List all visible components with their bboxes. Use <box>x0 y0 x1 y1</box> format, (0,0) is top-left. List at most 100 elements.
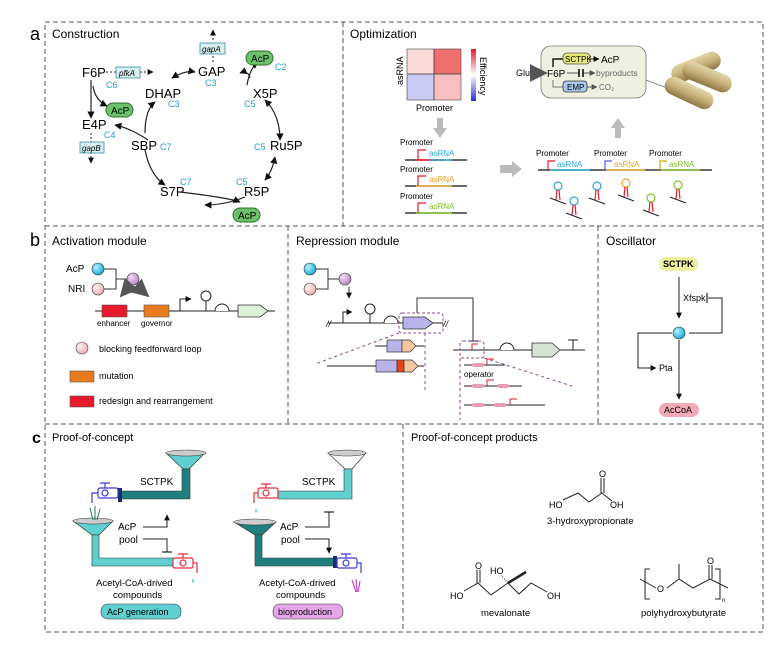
heatmap-xlabel: Promoter <box>416 103 453 113</box>
heatmap-colorbar <box>471 49 476 101</box>
svg-text:Promoter: Promoter <box>400 165 433 174</box>
svg-text://: // <box>325 319 333 329</box>
svg-text:Promoter: Promoter <box>594 149 627 158</box>
efficiency-heatmap: Efficiency asRNA Promoter <box>395 48 488 113</box>
svg-text:Promoter: Promoter <box>400 192 433 201</box>
gene-pfka: pfkA <box>118 69 135 78</box>
svg-text:HO: HO <box>549 500 563 510</box>
construction-section: Construction pfkA gapA <box>52 27 303 223</box>
svg-text:EMP: EMP <box>567 83 584 92</box>
activation-title: Activation module <box>52 234 147 248</box>
svg-text:F6P: F6P <box>547 69 566 80</box>
svg-text:Glu: Glu <box>516 68 530 78</box>
cell-metabolism-box: Glu F6P SCTPK AcP byproducts EMP CO₂ <box>516 45 668 99</box>
svg-text:compounds: compounds <box>113 590 162 601</box>
asrna-construct: Promoter asRNA <box>400 192 467 214</box>
scenario-acp-generation: SCTPK AcP pool Acetyl-CoA-drived compoun… <box>71 449 207 620</box>
svg-text:OH: OH <box>547 591 561 601</box>
oscillator-title: Oscillator <box>606 234 656 248</box>
svg-text:CO₂: CO₂ <box>599 83 614 92</box>
svg-text:redesign and rearrangement: redesign and rearrangement <box>99 396 213 406</box>
svg-text:mutation: mutation <box>99 371 134 381</box>
asrna-construct-list: Promoter asRNA Promoter asRNA Promoter a… <box>400 138 467 214</box>
svg-text:OH: OH <box>610 500 624 510</box>
asrna-construct: Promoter asRNA <box>400 138 467 161</box>
svg-text:O: O <box>657 584 664 594</box>
metabolite-s7p: S7P <box>160 184 185 199</box>
proof-of-concept: Proof-of-concept SCTPK <box>52 432 367 620</box>
metabolite-dhap: DHAP <box>145 86 181 101</box>
metabolite-sbp: SBP <box>131 138 157 153</box>
svg-text:mevalonate: mevalonate <box>481 608 530 619</box>
metabolite-gap: GAP <box>198 64 225 79</box>
proof-products: Proof-of-concept products O HO OH 3-hydr… <box>411 432 729 619</box>
svg-text:Acetyl-CoA-drived: Acetyl-CoA-drived <box>96 578 173 589</box>
governor-box <box>143 304 170 318</box>
svg-text:byproducts: byproducts <box>596 68 638 78</box>
carbon-ru5p: C5 <box>254 142 266 152</box>
operator-variants: operator <box>464 358 545 407</box>
svg-text:SCTPK: SCTPK <box>565 55 592 64</box>
svg-text:O: O <box>599 469 606 479</box>
metabolite-ru5p: Ru5P <box>270 138 303 153</box>
products-title: Proof-of-concept products <box>411 432 538 444</box>
svg-text:blocking feedforward loop: blocking feedforward loop <box>99 344 202 354</box>
carbon-r5p: C5 <box>236 177 248 187</box>
metabolite-f6p: F6P <box>82 65 106 80</box>
svg-text:Promoter: Promoter <box>400 138 433 147</box>
svg-text:Pta: Pta <box>659 363 673 373</box>
svg-text:O: O <box>707 556 714 566</box>
panel-letter-a: a <box>30 24 41 44</box>
faucet-red-icon <box>172 553 198 573</box>
optimization-title: Optimization <box>350 27 417 41</box>
bacteria-illustration <box>664 51 732 110</box>
svg-text:asRNA: asRNA <box>429 202 455 211</box>
svg-text:AcP: AcP <box>238 211 257 222</box>
acp-molecule <box>91 262 105 276</box>
carbon-s7p: C7 <box>180 177 192 187</box>
svg-text:AcP generation: AcP generation <box>107 607 168 617</box>
svg-text:asRNA: asRNA <box>429 175 455 184</box>
acp-badge: AcP <box>232 207 261 223</box>
heatmap-ylabel: asRNA <box>395 56 405 85</box>
svg-text:SCTPK: SCTPK <box>663 259 694 269</box>
metabolite-x5p: X5P <box>253 86 278 101</box>
faucet-blue-icon <box>91 482 119 503</box>
sctpk-badge <box>659 257 698 271</box>
metabolite-e4p: E4P <box>82 117 107 132</box>
optimization-section: Optimization Efficiency asRNA Promoter P… <box>350 27 732 220</box>
svg-text:AcP: AcP <box>280 522 299 533</box>
repression-module: Repression module // // <box>296 234 585 420</box>
heatmap-colorbar-label: Efficiency <box>478 57 488 96</box>
faucet-red-icon <box>253 483 279 503</box>
carbon-e4p: C4 <box>104 130 116 140</box>
asrna-construct: Promoter asRNA <box>400 165 467 187</box>
carbon-x5p-acp: C2 <box>275 62 287 72</box>
carbon-x5p: C5 <box>244 99 256 109</box>
svg-text:pool: pool <box>119 535 138 546</box>
svg-text:HO: HO <box>490 566 504 576</box>
svg-text:Xfspk: Xfspk <box>683 293 706 303</box>
metabolite-r5p: R5P <box>244 184 269 199</box>
svg-text:polyhydroxybutyrate: polyhydroxybutyrate <box>641 608 726 619</box>
svg-text:n: n <box>722 598 725 604</box>
activation-module: Activation module AcP NRI enhancer gover… <box>52 234 275 408</box>
acp-badge: AcP <box>105 102 134 118</box>
gene-gapb: gapB <box>82 144 101 153</box>
carbon-f6p: C6 <box>106 80 118 90</box>
svg-text:bioproduction: bioproduction <box>278 607 332 617</box>
svg-text://: // <box>442 319 450 329</box>
svg-text:compounds: compounds <box>276 590 325 601</box>
svg-text:SCTPK: SCTPK <box>140 477 174 488</box>
molecule-polyhydroxybutyrate: O O n polyhydroxybutyrate <box>639 556 729 619</box>
svg-text:AcP: AcP <box>251 54 270 65</box>
accoa-badge <box>659 403 699 417</box>
svg-text:3-hydroxypropionate: 3-hydroxypropionate <box>547 516 634 527</box>
panel-letter-b: b <box>30 230 40 250</box>
complex-molecule <box>126 272 140 286</box>
molecule-mevalonate: O HO HO OH mevalonate <box>450 561 561 619</box>
activation-legend: blocking feedforward loop mutation redes… <box>69 341 213 408</box>
svg-text:AcP: AcP <box>66 264 85 275</box>
svg-text:asRNA: asRNA <box>557 160 583 169</box>
